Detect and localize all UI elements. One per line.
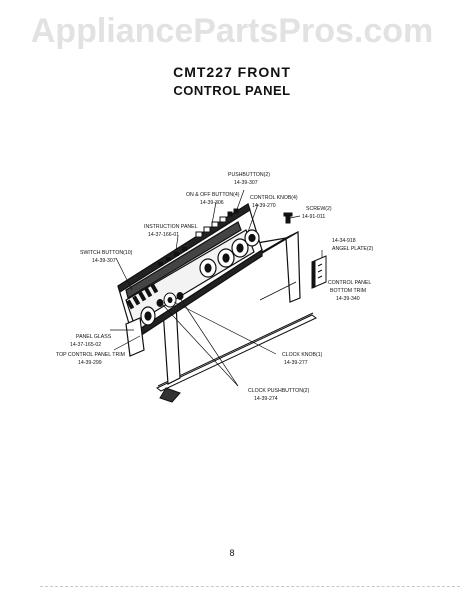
label-switch-button-name: SWITCH BUTTON(10) [80,250,133,256]
label-instruction-panel-part: 14-37-166-01 [148,232,179,238]
label-panel-glass-name: PANEL GLASS [76,334,112,340]
label-pushbutton-name: PUSHBUTTON(2) [228,172,270,178]
callout-leaders [110,189,323,387]
panel-glass-part [125,306,156,357]
label-bottom-trim-name: CONTROL PANEL [328,280,371,286]
label-pushbutton-part: 14-39-307 [234,180,258,186]
label-bottom-trim-line2: BOTTOM TRIM [330,288,366,294]
diagram-title-model: CMT227 FRONT [173,64,291,80]
callout-labels: PUSHBUTTON(2) 14-39-307 ON & OFF BUTTON(… [56,172,373,402]
label-on-off-button-part: 14-39-306 [200,200,224,206]
watermark-text: AppliancePartsPros.com [30,12,434,50]
label-clock-knob-part: 14-39-277 [284,360,308,366]
bottom-divider [40,586,460,588]
label-clock-pushbutton-name: CLOCK PUSHBUTTON(2) [248,388,310,394]
page-number: 8 [229,548,235,558]
label-screw-part: 14-91-011 [302,214,325,220]
diagram-title-section: CONTROL PANEL [173,83,291,98]
label-angel-plate-name: ANGEL PLATE(2) [332,246,373,252]
label-top-trim-part: 14-39-299 [78,360,102,366]
label-clock-pushbutton-part: 14-39-274 [254,396,278,402]
label-switch-button-part: 14-39-307 [92,258,116,264]
label-angel-plate-number: 14-34-918 [332,238,356,244]
label-bottom-trim-part: 14-39-340 [336,296,360,302]
label-instruction-panel-name: INSTRUCTION PANEL [144,224,198,230]
label-on-off-button-name: ON & OFF BUTTON(4) [186,192,240,198]
label-control-knob-part: 14-39-270 [252,203,276,209]
clock-controls [156,292,184,308]
label-control-knob-name: CONTROL KNOB(4) [250,195,298,201]
switch-buttons [126,247,187,310]
screw-part [283,212,293,224]
control-knobs [199,229,260,278]
label-top-trim-name: TOP CONTROL PANEL TRIM [56,352,125,358]
label-panel-glass-part: 14-37-165-02 [70,342,101,348]
angel-plate-part [311,255,327,289]
label-clock-knob-name: CLOCK KNOB(1) [282,352,323,358]
bottom-trim-bar [156,312,317,403]
on-off-buttons [195,208,239,238]
label-screw-name: SCREW(2) [306,206,332,212]
